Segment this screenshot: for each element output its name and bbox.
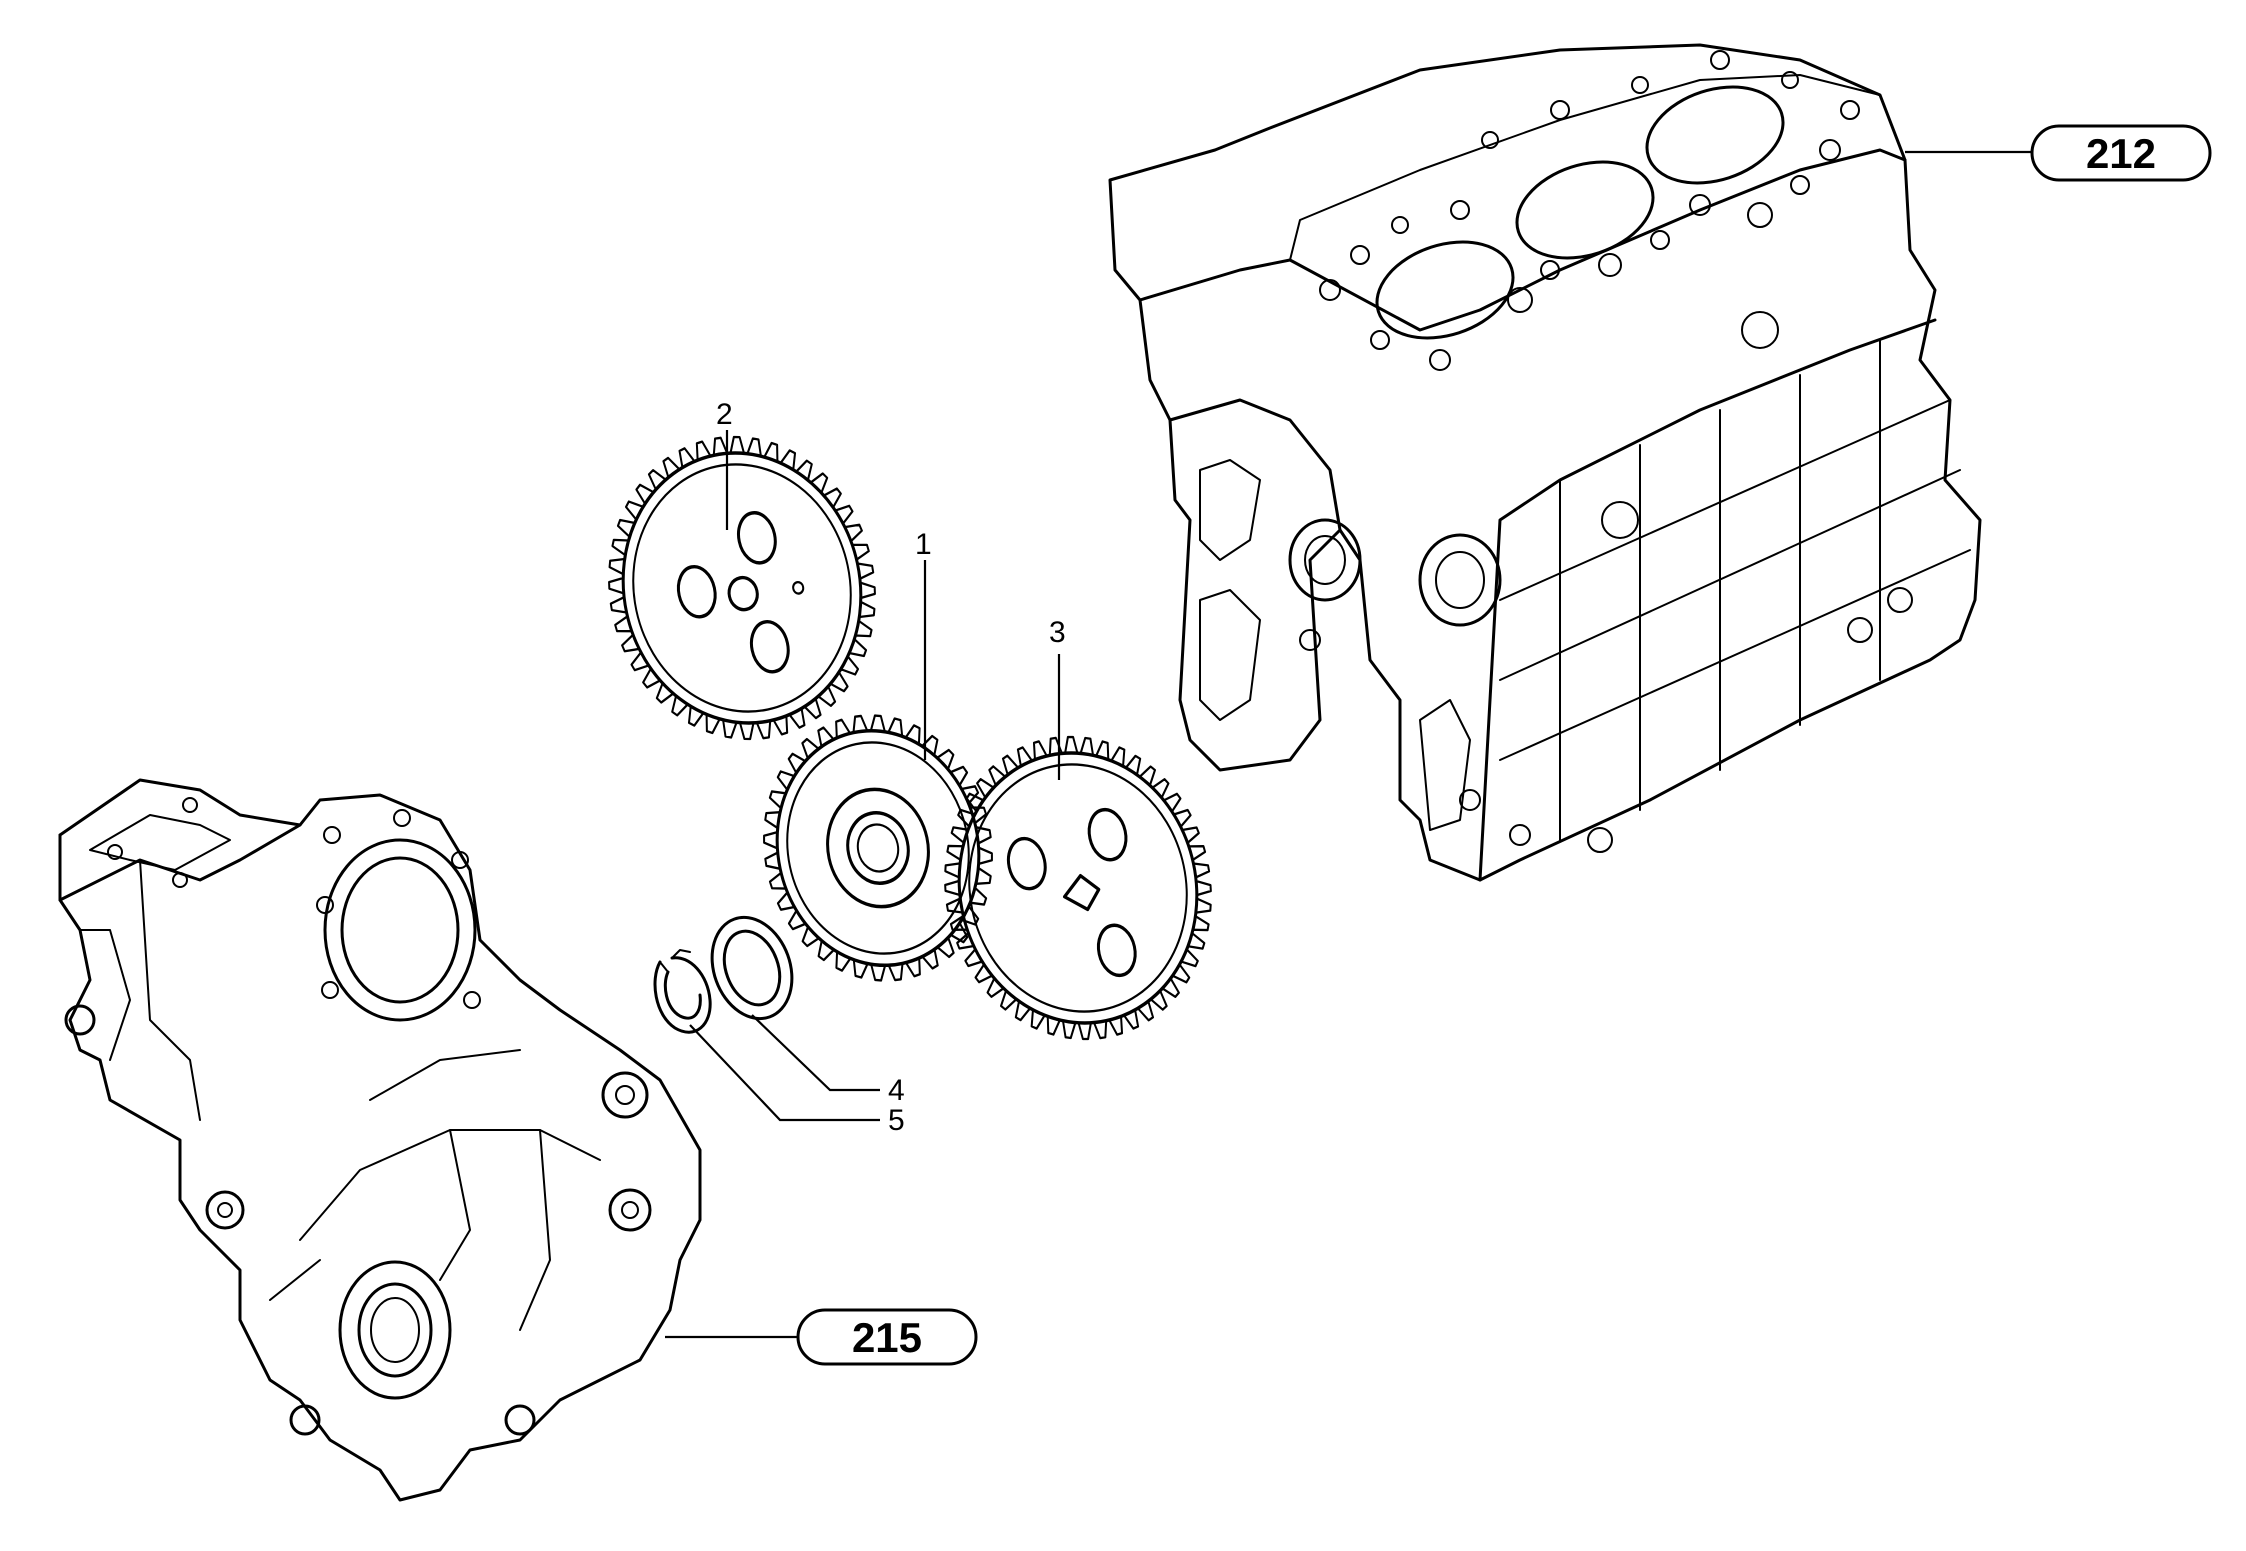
thrust-washer: [710, 915, 794, 1021]
callout-1: 1: [915, 528, 932, 561]
reference-badge-215[interactable]: 215: [796, 1308, 978, 1366]
callout-4: 4: [888, 1074, 905, 1107]
callout-2: 2: [716, 398, 733, 431]
callout-3: 3: [1049, 616, 1066, 649]
gear-teeth-3: [944, 735, 1212, 1041]
gear-teeth-2: [608, 435, 876, 741]
reference-212-label: 212: [2086, 130, 2156, 177]
reference-215-label: 215: [852, 1314, 922, 1361]
gear-3: [944, 735, 1212, 1041]
engine-block: [1108, 43, 1982, 882]
callout-5: 5: [888, 1104, 905, 1137]
callout-leaders: [665, 150, 2032, 1339]
gear-teeth-1: [763, 714, 993, 982]
gear-1: [763, 714, 993, 982]
gear-2: [608, 435, 876, 741]
reference-badge-212[interactable]: 212: [2030, 124, 2212, 182]
snap-ring: [653, 949, 712, 1034]
timing-cover: [58, 778, 702, 1502]
